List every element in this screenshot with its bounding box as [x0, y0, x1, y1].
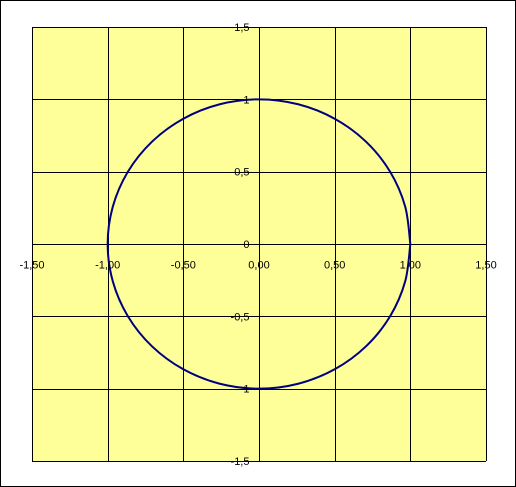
y-tick-label: 1,5	[234, 22, 249, 34]
y-tick-label: 1	[243, 94, 249, 106]
x-tick-label: 1,50	[475, 260, 496, 272]
x-tick-label: -1,50	[19, 260, 44, 272]
y-tick-label: -1,5	[231, 456, 250, 468]
x-tick-label: 0,50	[324, 260, 345, 272]
y-tick-label: 0,5	[234, 167, 249, 179]
x-tick-label: -1,00	[95, 260, 120, 272]
y-tick-label: -0,5	[231, 311, 250, 323]
series-layer	[106, 98, 412, 390]
y-tick-label: -1	[240, 384, 250, 396]
x-tick-label: 1,00	[400, 260, 421, 272]
x-tick-label: -0,50	[171, 260, 196, 272]
series-line-circle	[106, 98, 412, 390]
x-tick-label: 0,00	[248, 260, 269, 272]
y-tick-label: 0	[243, 239, 249, 251]
